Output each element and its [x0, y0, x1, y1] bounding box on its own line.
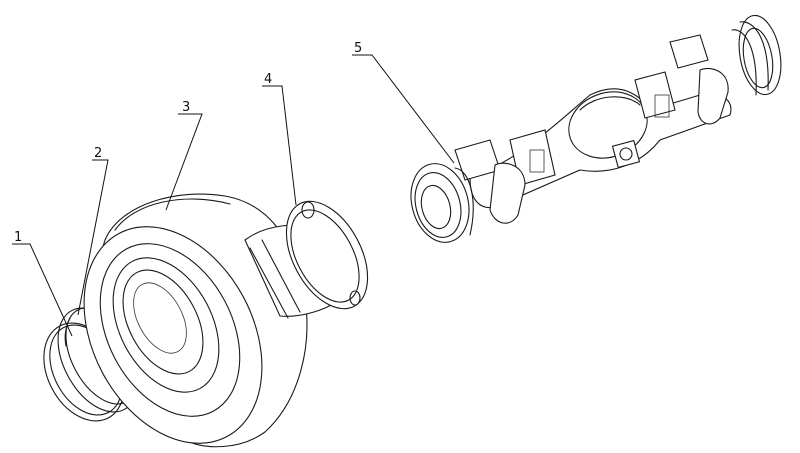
callout-5: 5: [354, 41, 362, 56]
callout-2: 2: [94, 146, 102, 161]
leader-lines: [12, 54, 455, 337]
callout-3: 3: [182, 100, 190, 115]
callout-4: 4: [264, 72, 272, 87]
part-5-axle-assembly: [410, 14, 782, 243]
part-4-rim: [244, 200, 369, 319]
callout-1: 1: [14, 230, 22, 245]
